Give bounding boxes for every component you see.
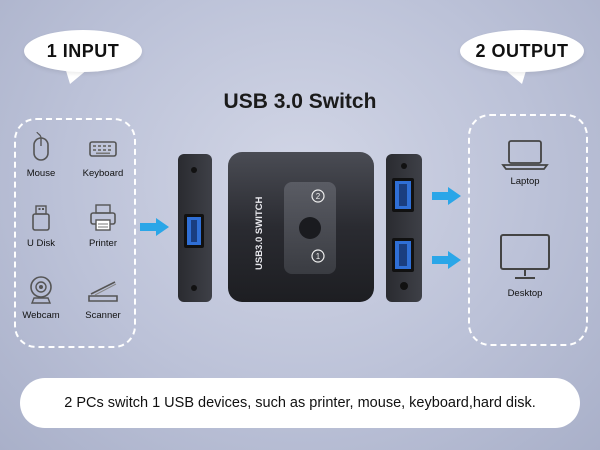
output-arrow-top	[432, 187, 461, 205]
button-2-label: 2	[316, 192, 321, 201]
device-label: Scanner	[85, 310, 121, 321]
device-mouse: Mouse	[6, 132, 76, 179]
device-scanner: Scanner	[68, 274, 138, 321]
switch-body-text: USB3.0 SWITCH	[254, 196, 265, 270]
output-devices-panel	[468, 114, 588, 346]
output-bubble-label: 2 OUTPUT	[475, 40, 569, 61]
usb-drive-icon	[32, 205, 50, 231]
input-bubble-label: 1 INPUT	[46, 40, 120, 61]
device-label: Keyboard	[82, 168, 124, 179]
device-laptop: Laptop	[490, 138, 560, 187]
output-arrow-bottom	[432, 251, 461, 269]
device-label: Laptop	[510, 176, 540, 187]
desktop-icon	[500, 234, 550, 279]
device-keyboard: Keyboard	[68, 132, 138, 179]
device-label: Printer	[89, 238, 117, 249]
printer-icon	[90, 204, 116, 231]
keyboard-icon	[89, 141, 117, 157]
device-label: Mouse	[26, 168, 56, 179]
page-title: USB 3.0 Switch	[223, 90, 377, 113]
device-webcam: Webcam	[6, 274, 76, 321]
mouse-icon	[33, 132, 49, 161]
button-1-label: 1	[316, 252, 321, 261]
device-printer: Printer	[68, 202, 138, 249]
output-bubble: 2 OUTPUT	[460, 30, 584, 72]
device-u-disk: U Disk	[6, 202, 76, 249]
input-arrow	[140, 218, 169, 236]
device-label: Webcam	[22, 310, 60, 321]
footer-caption: 2 PCs switch 1 USB devices, such as prin…	[20, 378, 580, 428]
scanner-icon	[88, 281, 118, 302]
device-label: U Disk	[27, 238, 55, 249]
laptop-icon	[501, 140, 549, 170]
device-desktop: Desktop	[490, 232, 560, 299]
device-label: Desktop	[507, 288, 543, 299]
input-bubble: 1 INPUT	[24, 30, 142, 72]
input-devices-panel	[14, 118, 136, 348]
usb-switch-device: 2 1 USB3.0 SWITCH	[178, 152, 422, 302]
webcam-icon	[30, 276, 52, 304]
